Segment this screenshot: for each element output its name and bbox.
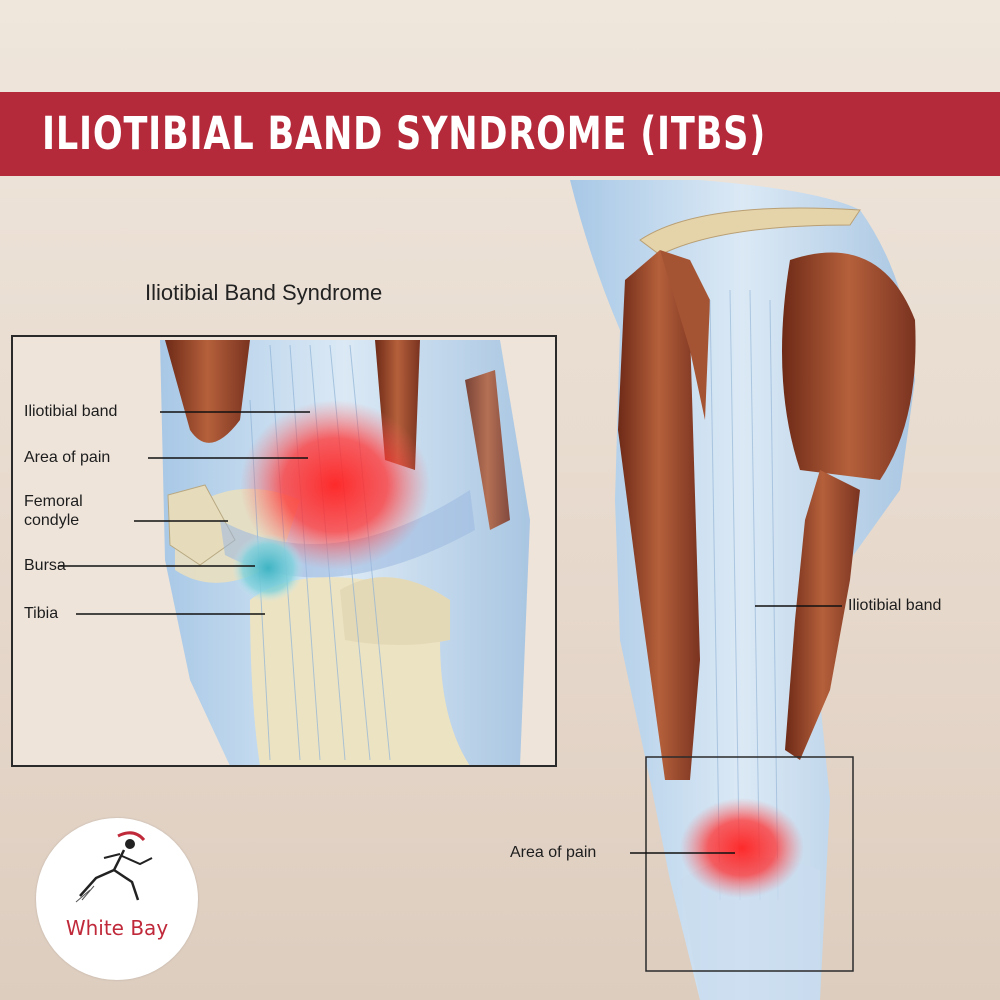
leg-illustration <box>570 180 916 1000</box>
runner-icon <box>75 831 153 903</box>
white-bay-logo: White Bay <box>36 818 198 980</box>
label-femoral: Femoral <box>24 493 83 510</box>
title-banner <box>0 92 1000 176</box>
label-iliotibial-band: Iliotibial band <box>24 403 118 420</box>
leg-label-iliotibial-band: Iliotibial band <box>848 597 942 614</box>
label-area-of-pain: Area of pain <box>24 449 111 466</box>
inset-frame <box>11 335 557 767</box>
label-condyle: condyle <box>24 512 80 529</box>
inset-heading: Iliotibial Band Syndrome <box>145 280 383 305</box>
page-title: ILIOTIBIAL BAND SYNDROME (ITBS) <box>42 107 767 160</box>
label-tibia: Tibia <box>24 605 59 622</box>
knee-zoom-frame <box>645 756 854 972</box>
logo-text: White Bay <box>65 916 169 940</box>
label-bursa: Bursa <box>24 557 66 574</box>
knee-inset-illustration <box>12 336 556 766</box>
leg-label-area-of-pain: Area of pain <box>510 844 597 861</box>
